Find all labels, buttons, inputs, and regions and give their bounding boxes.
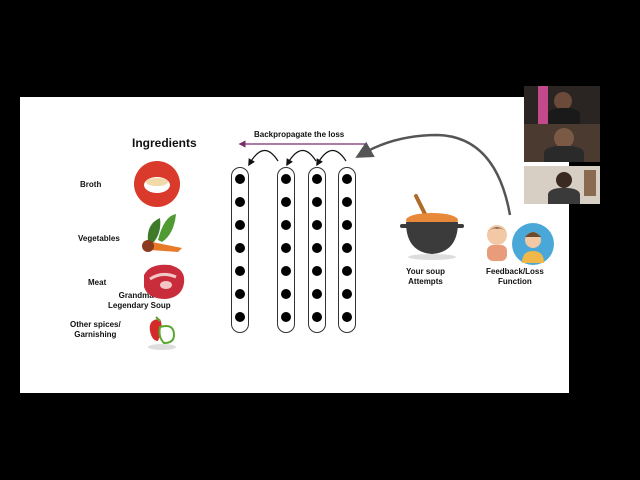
ingredient-label-meat: Meat <box>88 278 107 287</box>
participant-face <box>556 172 572 188</box>
neuron <box>342 266 352 276</box>
participant-tile-1[interactable] <box>524 86 600 124</box>
neuron <box>281 174 291 184</box>
curve-arrow-1 <box>248 149 279 167</box>
neuron <box>281 266 291 276</box>
neuron <box>281 289 291 299</box>
presentation-slide: Ingredients Broth Vegetables Meat Grandm… <box>20 97 569 393</box>
background-light <box>538 86 548 124</box>
layer-column-1 <box>231 167 249 333</box>
participant-tile-3[interactable] <box>524 166 600 204</box>
broth-bowl-icon <box>134 161 180 207</box>
neuron <box>281 220 291 230</box>
vegetables-icon <box>142 214 182 252</box>
participant-face <box>554 128 574 148</box>
backpropagate-label: Backpropagate the loss <box>254 130 345 139</box>
ingredient-label-broth: Broth <box>80 180 102 189</box>
soup-pot-icon <box>400 194 464 260</box>
neuron <box>342 289 352 299</box>
grandma-avatar-icon <box>487 225 507 261</box>
curve-arrow-2 <box>286 149 317 167</box>
neuron <box>342 312 352 322</box>
soup-attempts-label: Your soup Attempts <box>406 267 445 286</box>
neuron <box>312 174 322 184</box>
neuron <box>235 312 245 322</box>
neuron <box>312 289 322 299</box>
neuron <box>342 174 352 184</box>
feedback-arrow <box>355 133 512 216</box>
diagram-arrows <box>238 133 512 216</box>
layer-column-4 <box>338 167 356 333</box>
neuron <box>235 289 245 299</box>
layer-column-2 <box>277 167 295 333</box>
background-furniture <box>584 170 596 196</box>
neuron <box>281 197 291 207</box>
participant-body <box>544 146 584 162</box>
feedback-person-icon <box>512 223 554 265</box>
neuron <box>342 220 352 230</box>
neuron <box>235 197 245 207</box>
neuron <box>281 243 291 253</box>
participant-body <box>548 188 580 204</box>
curve-arrow-3 <box>316 149 347 167</box>
neuron <box>235 243 245 253</box>
ingredient-label-spices: Other spices/ Garnishing <box>70 320 121 339</box>
participant-tile-2[interactable] <box>524 124 600 162</box>
layer-column-3 <box>308 167 326 333</box>
neuron <box>235 220 245 230</box>
feedback-loss-label: Feedback/Loss Function <box>486 267 544 286</box>
neuron <box>235 174 245 184</box>
spices-icon <box>148 316 176 350</box>
neuron <box>312 197 322 207</box>
neuron <box>312 266 322 276</box>
grandma-soup-label: Grandma's Legendary Soup <box>108 291 171 310</box>
neuron <box>281 312 291 322</box>
ingredients-title: Ingredients <box>132 136 197 150</box>
meat-steak-icon <box>144 264 185 299</box>
neuron <box>342 197 352 207</box>
neuron <box>312 312 322 322</box>
neuron <box>312 220 322 230</box>
participant-face <box>554 92 572 110</box>
neuron <box>312 243 322 253</box>
participant-body <box>548 108 580 124</box>
neuron <box>235 266 245 276</box>
neuron <box>342 243 352 253</box>
ingredient-label-vegetables: Vegetables <box>78 234 120 243</box>
